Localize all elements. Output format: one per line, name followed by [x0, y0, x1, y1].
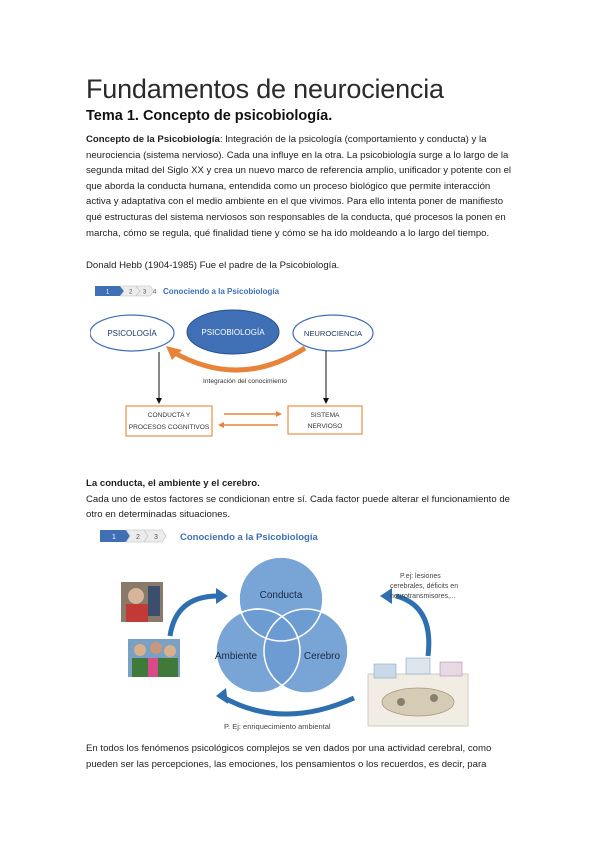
step-1: 1	[112, 534, 116, 541]
note-bottom: P. Ej: enriquecimiento ambiental	[224, 722, 331, 731]
step-2: 2	[136, 534, 140, 541]
paragraph-fenomenos: En todos los fenómenos psicológicos comp…	[86, 743, 492, 770]
psicobiologia-diagram: 1 2 3 4 Conociendo a la Psicobiología PS…	[90, 285, 374, 437]
psicobiologia-ellipse	[186, 309, 280, 355]
step-3: 3	[143, 290, 147, 296]
paragraph-body: Cada uno de estos factores se condiciona…	[86, 493, 510, 521]
cerebro-circle	[263, 608, 349, 694]
conducta-ambiente-cerebro-diagram: 1 2 3 Conociendo a la Psicobiología Cond…	[100, 529, 469, 731]
section-title: Tema 1. Concepto de psicobiología.	[86, 108, 333, 124]
conducta-box-line2: PROCESOS COGNITIVOS	[129, 424, 210, 431]
psicologia-label: PSICOLOGÍA	[107, 329, 157, 338]
step-indicator: 1 2 3 4	[95, 285, 157, 297]
step-indicator: 1 2 3	[100, 529, 167, 543]
psicobiologia-label: PSICOBIOLOGÍA	[201, 328, 265, 337]
right-curved-arrow	[395, 593, 432, 657]
integration-label: Integración del conocimiento	[203, 378, 287, 385]
left-curved-arrow	[167, 593, 219, 637]
page-title: Fundamentos de neurociencia	[86, 74, 444, 104]
paragraph-concepto: Concepto de la Psicobiología: Integració…	[86, 132, 516, 241]
paragraph-conducta: La conducta, el ambiente y el cerebro. Ca…	[86, 476, 516, 523]
sistema-box	[287, 405, 363, 435]
step-4: 4	[153, 290, 157, 296]
step-3: 3	[154, 534, 158, 541]
paragraph-lead: Concepto de la Psicobiología	[86, 134, 220, 145]
psicologia-ellipse	[90, 314, 175, 352]
fig1-header: Conociendo a la Psicobiología	[163, 287, 280, 296]
conducta-box	[125, 405, 213, 437]
photo-child	[121, 582, 163, 622]
photo-group	[128, 639, 180, 677]
neurociencia-ellipse	[292, 314, 374, 352]
cerebro-label: Cerebro	[304, 651, 341, 662]
paragraph-body: : Integración de la psicología (comporta…	[86, 134, 512, 239]
fig2-header: Conociendo a la Psicobiología	[180, 532, 318, 543]
note-top-line1: P.ej: lesiones	[400, 573, 441, 580]
step-2: 2	[129, 290, 133, 296]
sistema-box-line1: SISTEMA	[311, 412, 341, 419]
paragraph-heading: La conducta, el ambiente y el cerebro.	[86, 478, 260, 489]
brain-cage-illustration	[367, 657, 469, 727]
step-1: 1	[106, 290, 110, 296]
paragraph-hebb: Donald Hebb (1904-1985) Fue el padre de …	[86, 260, 340, 271]
sistema-box-line2: NERVIOSO	[308, 423, 343, 430]
neurociencia-label: NEUROCIENCIA	[304, 329, 363, 338]
note-top-line3: neurotransmisores,...	[390, 593, 456, 600]
note-top-line2: cerebrales, déficits en	[390, 583, 458, 590]
conducta-box-line1: CONDUCTA Y	[148, 412, 191, 419]
integration-arrow	[171, 345, 307, 373]
ambiente-label: Ambiente	[215, 651, 258, 662]
bottom-curved-arrow	[219, 693, 356, 717]
conducta-label: Conducta	[260, 590, 303, 601]
